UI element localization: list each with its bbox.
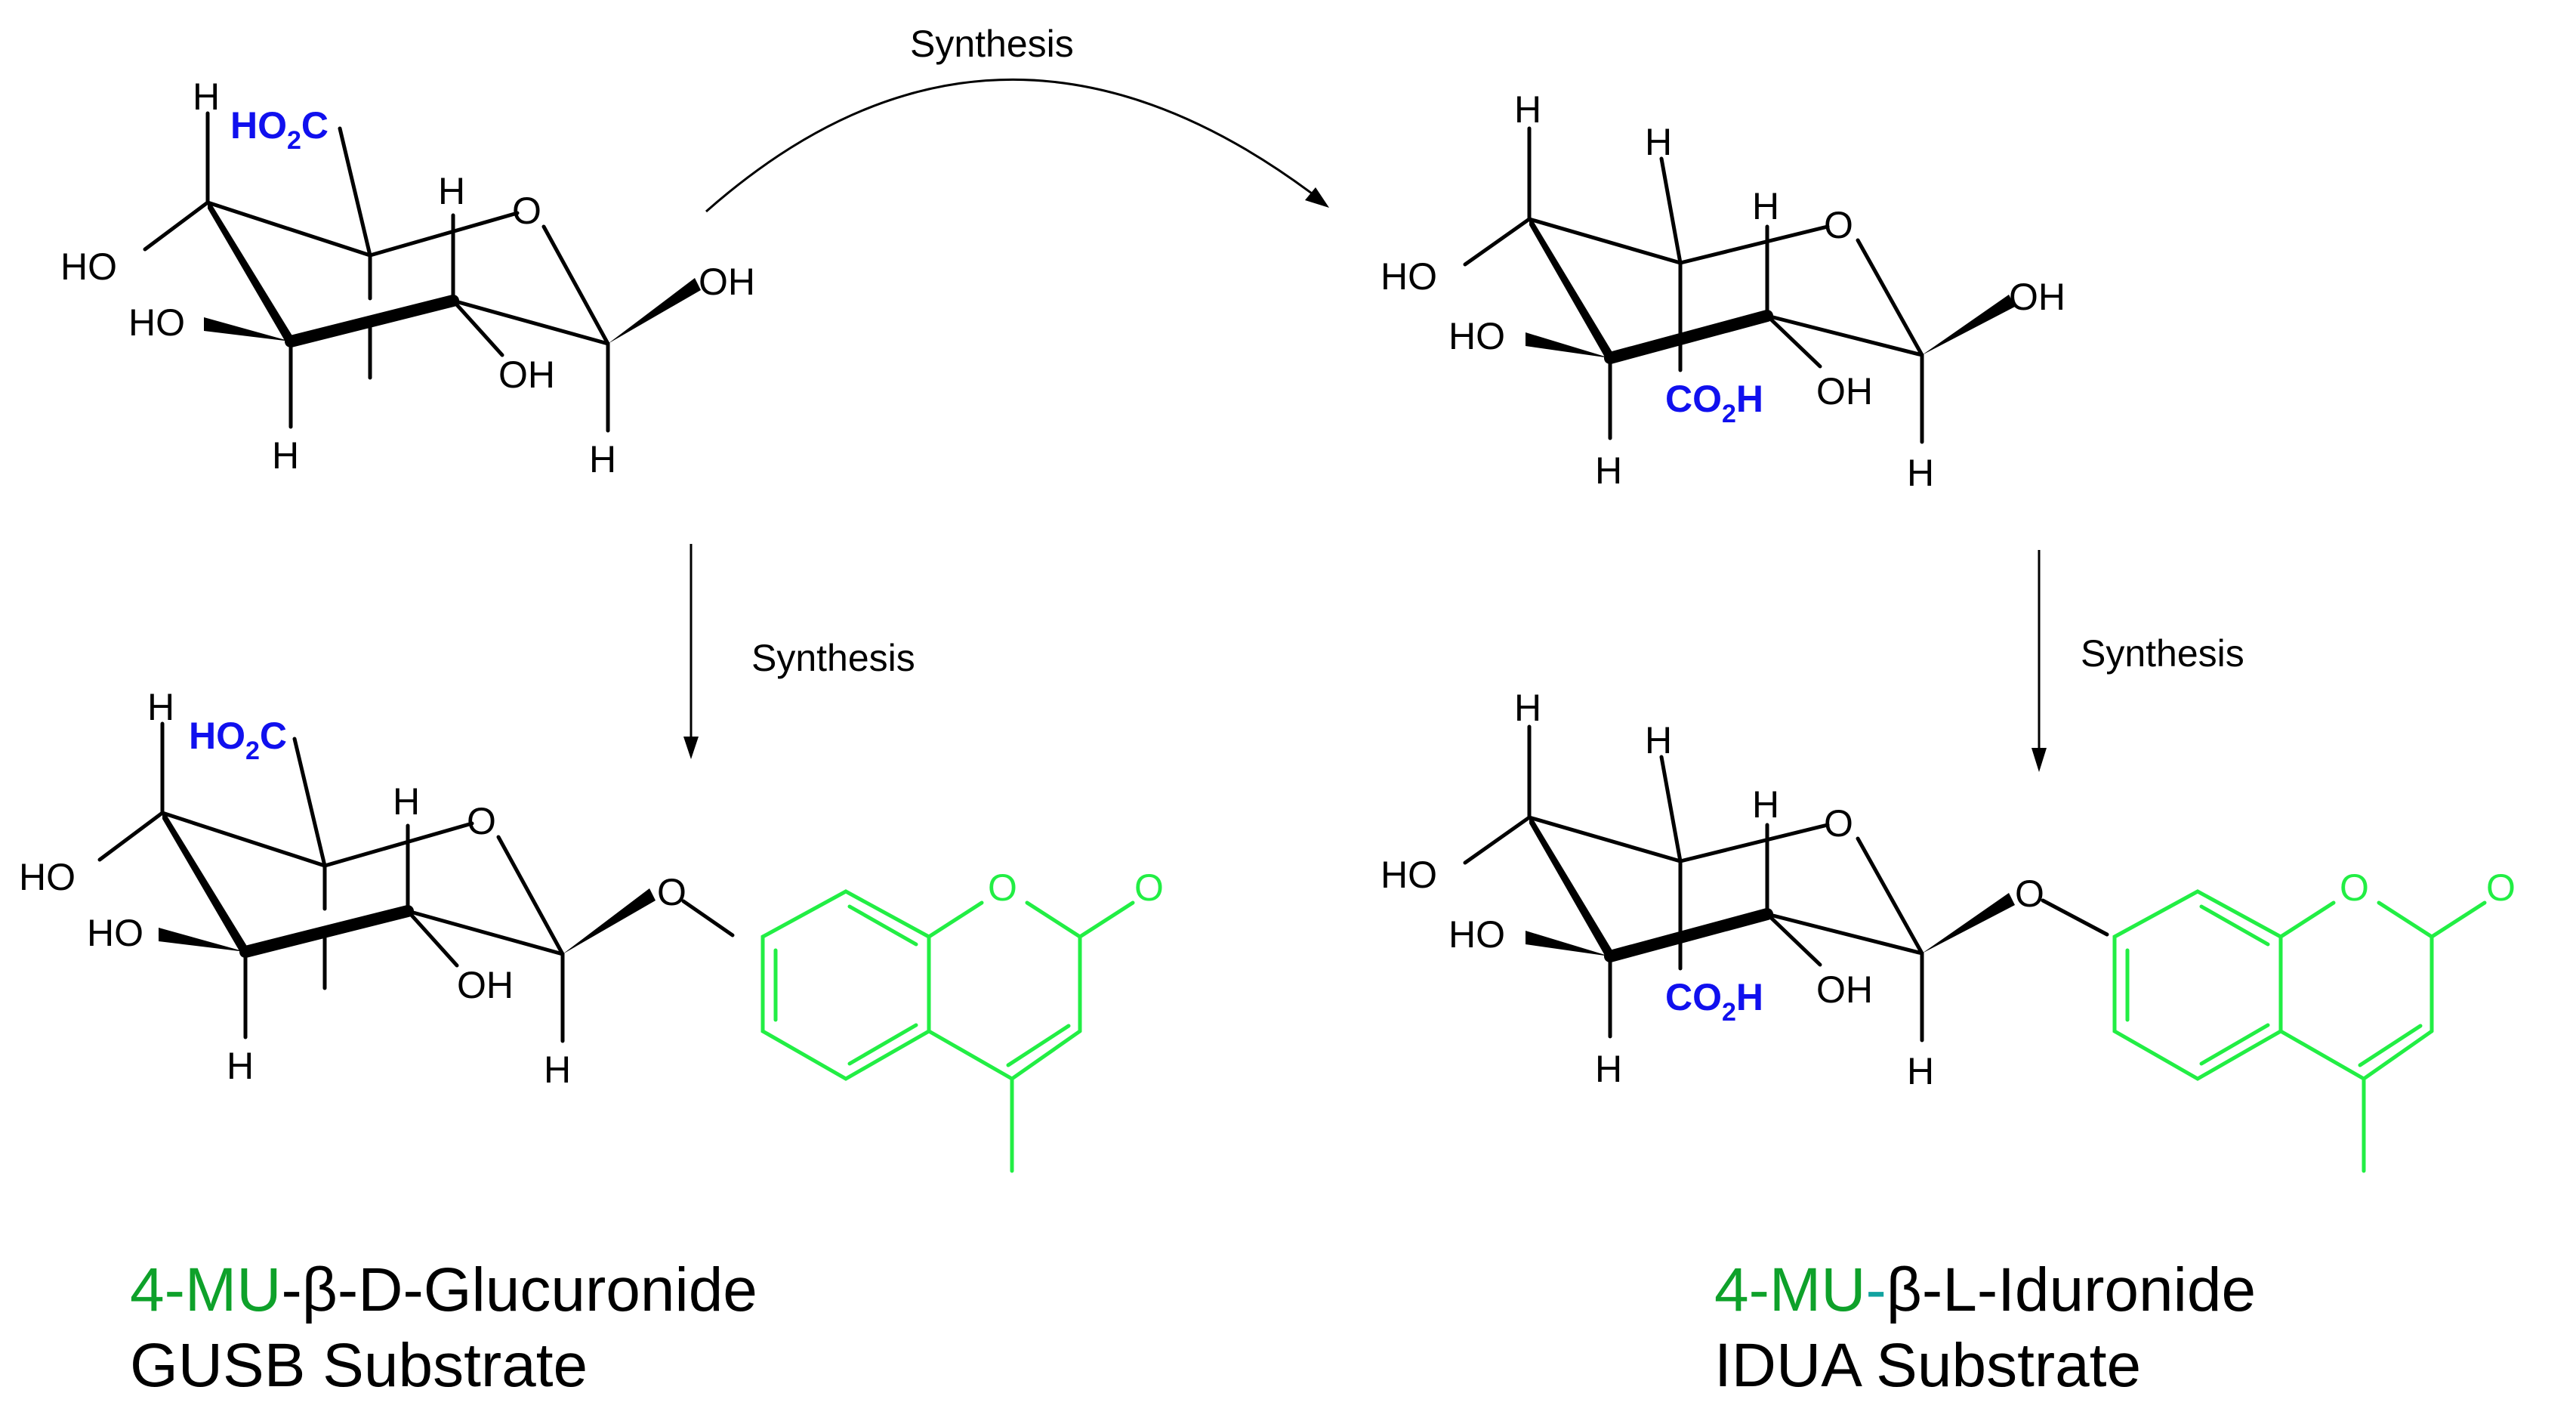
caption-right: 4-MU-β-L-Iduronide IDUA Substrate: [1714, 1256, 2256, 1400]
atom-h: H: [589, 438, 616, 480]
caption-left-title: 4-MU-β-D-Glucuronide: [130, 1256, 757, 1324]
atom-h: H: [1752, 185, 1779, 227]
atom-ho: HO: [1448, 913, 1505, 956]
atom-oh: OH: [498, 354, 555, 396]
atom-ho: HO: [1381, 255, 1437, 298]
methylumbelliferone-left: O O: [760, 866, 1164, 1173]
atom-ho: HO: [128, 301, 185, 344]
ring-oxygen: O: [467, 800, 496, 842]
arrow-label-top: Synthesis: [910, 23, 1074, 65]
atom-h: H: [544, 1049, 571, 1091]
glucuronic-acid-structure: H HO2C HO HO H H O OH OH H: [60, 76, 755, 480]
atom-h: H: [1645, 121, 1672, 163]
arrow-label-left: Synthesis: [751, 637, 915, 679]
methylumbelliferone-right: O O: [2112, 866, 2516, 1173]
atom-h: H: [1645, 719, 1672, 761]
ring-oxygen: O: [1824, 204, 1853, 246]
carbonyl-oxygen: O: [2486, 866, 2516, 909]
atom-h: H: [1514, 88, 1541, 131]
glycosidic-oxygen: O: [2015, 873, 2044, 915]
atom-oh: OH: [457, 964, 514, 1006]
atom-ho: HO: [19, 856, 76, 898]
lactone-oxygen: O: [2340, 866, 2369, 909]
synthesis-arrow-left: Synthesis: [683, 544, 915, 759]
atom-h: H: [1514, 687, 1541, 729]
atom-h: H: [1907, 1050, 1934, 1092]
4mu-glucuronide-structure: H HO2C HO HO H H O O OH H: [19, 686, 735, 1091]
glycosidic-oxygen: O: [657, 871, 686, 913]
atom-h: H: [147, 686, 174, 728]
atom-h: H: [227, 1045, 254, 1087]
atom-ho: HO: [1381, 854, 1437, 896]
atom-h: H: [393, 780, 420, 823]
iduronic-acid-structure: H H H O HO HO OH OH CO2H H H: [1381, 88, 2065, 494]
ring-oxygen: O: [512, 190, 541, 232]
atom-h: H: [1752, 783, 1779, 826]
ring-oxygen: O: [1824, 802, 1853, 845]
atom-ho: HO: [1448, 315, 1505, 357]
caption-left-subtitle: GUSB Substrate: [130, 1331, 588, 1400]
atom-oh: OH: [699, 261, 755, 303]
caption-right-subtitle: IDUA Substrate: [1714, 1331, 2141, 1400]
atom-h: H: [438, 170, 465, 212]
4mu-iduronide-structure: H H H O HO HO O OH CO2H H H: [1381, 687, 2109, 1092]
synthesis-arrow-top: Synthesis: [705, 23, 1329, 213]
atom-h: H: [272, 434, 299, 477]
atom-h: H: [1595, 449, 1622, 492]
carboxyl-label: CO2H: [1665, 378, 1763, 428]
synthesis-arrow-right: Synthesis: [2031, 550, 2244, 772]
atom-oh: OH: [1816, 370, 1873, 412]
carbonyl-oxygen: O: [1134, 866, 1164, 909]
caption-left: 4-MU-β-D-Glucuronide GUSB Substrate: [130, 1256, 757, 1400]
carboxyl-label: CO2H: [1665, 976, 1763, 1027]
atom-h: H: [1907, 452, 1934, 494]
atom-h: H: [193, 76, 220, 118]
caption-right-title: 4-MU-β-L-Iduronide: [1714, 1256, 2256, 1324]
lactone-oxygen: O: [988, 866, 1017, 909]
carboxyl-label: HO2C: [189, 715, 287, 765]
arrow-label-right: Synthesis: [2081, 632, 2244, 675]
atom-oh: OH: [2009, 276, 2065, 318]
carboxyl-label: HO2C: [230, 104, 329, 155]
atom-h: H: [1595, 1048, 1622, 1090]
atom-ho: HO: [87, 912, 143, 954]
atom-oh: OH: [1816, 968, 1873, 1011]
atom-ho: HO: [60, 246, 117, 288]
